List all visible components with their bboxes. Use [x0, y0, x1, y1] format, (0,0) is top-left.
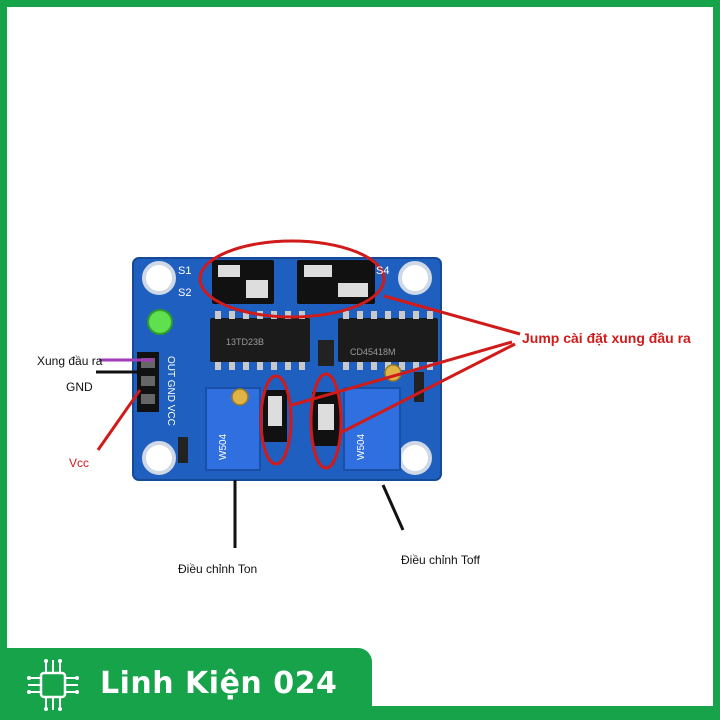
label-adjust-toff: Điều chỉnh Toff	[401, 553, 480, 567]
bottom-green-strip	[372, 706, 720, 720]
label-pulse-out: Xung đầu ra	[37, 354, 103, 368]
mark-s1: S1	[178, 265, 191, 277]
label-jumper-setting: Jump cài đặt xung đầu ra	[522, 330, 691, 346]
toff-pointer	[381, 484, 405, 531]
label-adjust-ton: Điều chỉnh Ton	[178, 562, 258, 576]
mark-s4: S4	[376, 265, 389, 277]
mark-s2: S2	[178, 287, 191, 299]
brand-banner: Linh Kiện 024	[0, 648, 372, 720]
mark-pins: OUT GND VCC	[165, 356, 176, 426]
label-gnd: GND	[66, 380, 93, 394]
chip-logo-icon	[27, 659, 79, 711]
mark-pot-left: W504	[218, 433, 229, 460]
mark-chip1: 13TD23B	[226, 337, 264, 347]
mark-pot-right: W504	[356, 433, 367, 460]
mark-chip2: CD45418M	[350, 347, 396, 357]
pcb-board	[132, 257, 442, 481]
annotation-marks	[96, 239, 521, 470]
brand-name: Linh Kiện 024	[100, 666, 338, 701]
chip-markings: 13TD23B CD45418M	[226, 337, 396, 357]
label-vcc: Vcc	[69, 456, 90, 470]
board-silkscreen: S1 S2 S4 OUT GND VCC W504 W504	[165, 265, 389, 460]
